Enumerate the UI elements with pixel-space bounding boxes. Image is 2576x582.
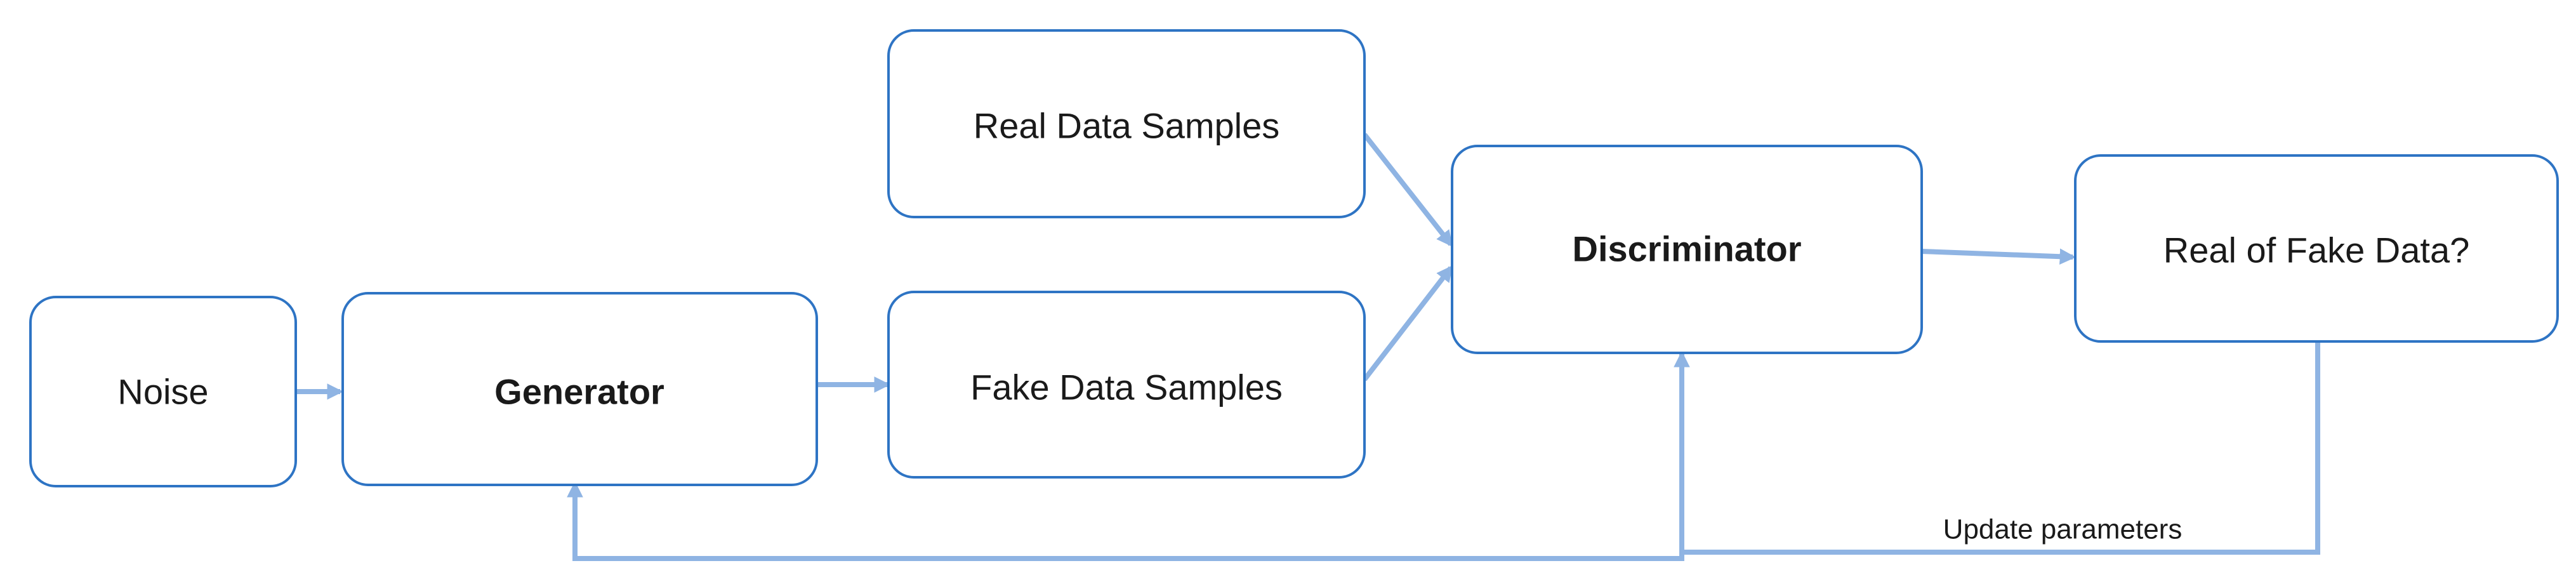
node-discriminator: Discriminator [1451,145,1923,354]
node-noise-label: Noise [117,372,208,412]
node-output-label: Real of Fake Data? [2163,230,2469,270]
edge-real-samples-to-discriminator [1362,133,1453,248]
node-generator-label: Generator [494,372,664,412]
node-real-samples-label: Real Data Samples [974,106,1279,146]
node-fake-samples-label: Fake Data Samples [970,367,1283,407]
node-output: Real of Fake Data? [2074,154,2559,343]
edge-feedback-to-generator [567,480,1684,561]
edges [296,133,2320,561]
node-noise: Noise [29,296,297,487]
node-fake-samples: Fake Data Samples [887,291,1366,479]
node-discriminator-label: Discriminator [1573,229,1802,269]
node-real-samples: Real Data Samples [887,29,1366,218]
edge-fake-samples-to-discriminator [1362,265,1453,381]
feedback-label: Update parameters [1943,514,2183,545]
edge-discriminator-to-output [1921,248,2077,265]
edge-output-feedback-to-discriminator [1674,343,2320,555]
node-generator: Generator [341,292,818,486]
